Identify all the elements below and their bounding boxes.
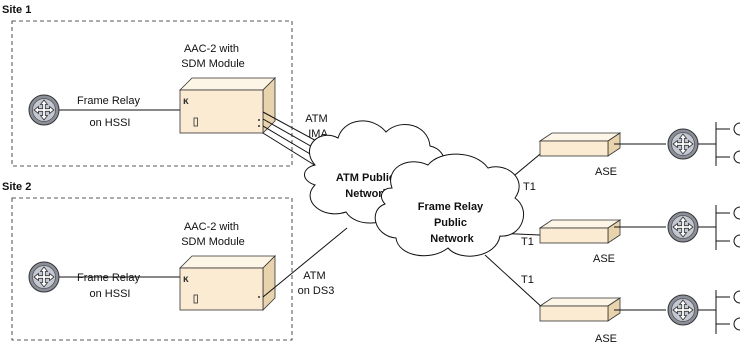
site-2-title: Site 2 <box>2 181 31 193</box>
site-1-router-icon <box>28 94 60 126</box>
site-2-router-link-label: Frame Relay on HSSI <box>77 272 143 300</box>
branch-3-device-label: ASE <box>595 333 617 343</box>
svg-text:ĸ: ĸ <box>183 274 189 285</box>
site-2-router-icon <box>28 261 60 293</box>
branch-2-router-icon <box>667 211 699 243</box>
site-2-uplink-label: ATM on DS3 <box>298 270 335 297</box>
branch-1-router-icon <box>667 128 699 160</box>
branch-1-link-label: T1 <box>523 181 536 193</box>
site-1-boundary <box>11 20 293 167</box>
site-2-device-label: AAC-2 with SDM Module <box>181 221 245 248</box>
site-1-title: Site 1 <box>2 4 31 16</box>
branch-1-device-label: ASE <box>595 166 617 178</box>
site-2-ds3-uplink <box>262 227 348 298</box>
site-1-router-link-label: Frame Relay on HSSI <box>77 95 143 129</box>
site-1-device-label: AAC-2 with SDM Module <box>181 43 245 70</box>
site-1-aac2-device: ĸ <box>179 77 276 134</box>
branch-3-router-icon <box>667 294 699 326</box>
frame-relay-public-network-cloud: Frame Relay Public Network <box>374 153 525 257</box>
site-2-aac2-device: ĸ <box>179 255 276 311</box>
branch-3-link-label: T1 <box>521 274 534 286</box>
svg-text:Frame Relay Public: Frame Relay Public Network <box>418 201 487 245</box>
site-2-boundary <box>11 197 293 341</box>
branch-1-ase-device <box>538 132 622 157</box>
branch-3-ase-device <box>538 297 622 322</box>
branch-3-lan-segment <box>698 290 740 334</box>
branch-2-ase-device <box>538 219 622 244</box>
branch-2-link-label: T1 <box>521 236 534 248</box>
branch-2-device-label: ASE <box>593 253 615 265</box>
branch-2-lan-segment <box>698 205 740 250</box>
svg-text:ATM Public Network: ATM Public Network <box>336 172 398 200</box>
branch-1-lan-segment <box>698 122 740 166</box>
svg-text:ĸ: ĸ <box>183 96 189 107</box>
